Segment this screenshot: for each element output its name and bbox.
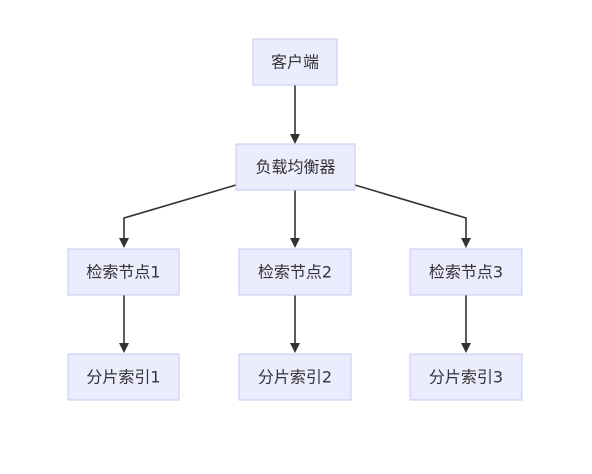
nodes: 客户端 负载均衡器 检索节点1 检索节点2 检索节点3 分片索引1 分片索引2 [67,38,523,401]
node-client: 客户端 [252,38,338,86]
node-shard-index-2: 分片索引2 [238,353,352,401]
node-shard-index-2-label: 分片索引2 [258,368,332,387]
edge-search-node-2-to-shard-index-2 [290,295,300,353]
edge-load-balancer-to-search-node-3 [354,184,471,248]
edge-client-to-load-balancer [290,85,300,144]
node-search-node-3-label: 检索节点3 [429,263,503,282]
node-shard-index-1: 分片索引1 [67,353,180,401]
node-shard-index-1-label: 分片索引1 [86,368,160,387]
node-search-node-2-label: 检索节点2 [258,263,332,282]
edges [119,85,471,353]
node-shard-index-3: 分片索引3 [409,353,523,401]
node-search-node-3: 检索节点3 [409,248,523,296]
node-shard-index-3-label: 分片索引3 [429,368,503,387]
edge-load-balancer-to-search-node-1 [119,184,237,248]
edge-search-node-1-to-shard-index-1 [119,295,129,353]
edge-load-balancer-to-search-node-2 [290,190,300,248]
node-client-label: 客户端 [271,53,319,72]
node-search-node-1-label: 检索节点1 [86,263,160,282]
node-load-balancer-label: 负载均衡器 [255,158,335,177]
node-load-balancer: 负载均衡器 [235,143,356,191]
edge-search-node-3-to-shard-index-3 [461,295,471,353]
node-search-node-2: 检索节点2 [238,248,352,296]
node-search-node-1: 检索节点1 [67,248,180,296]
